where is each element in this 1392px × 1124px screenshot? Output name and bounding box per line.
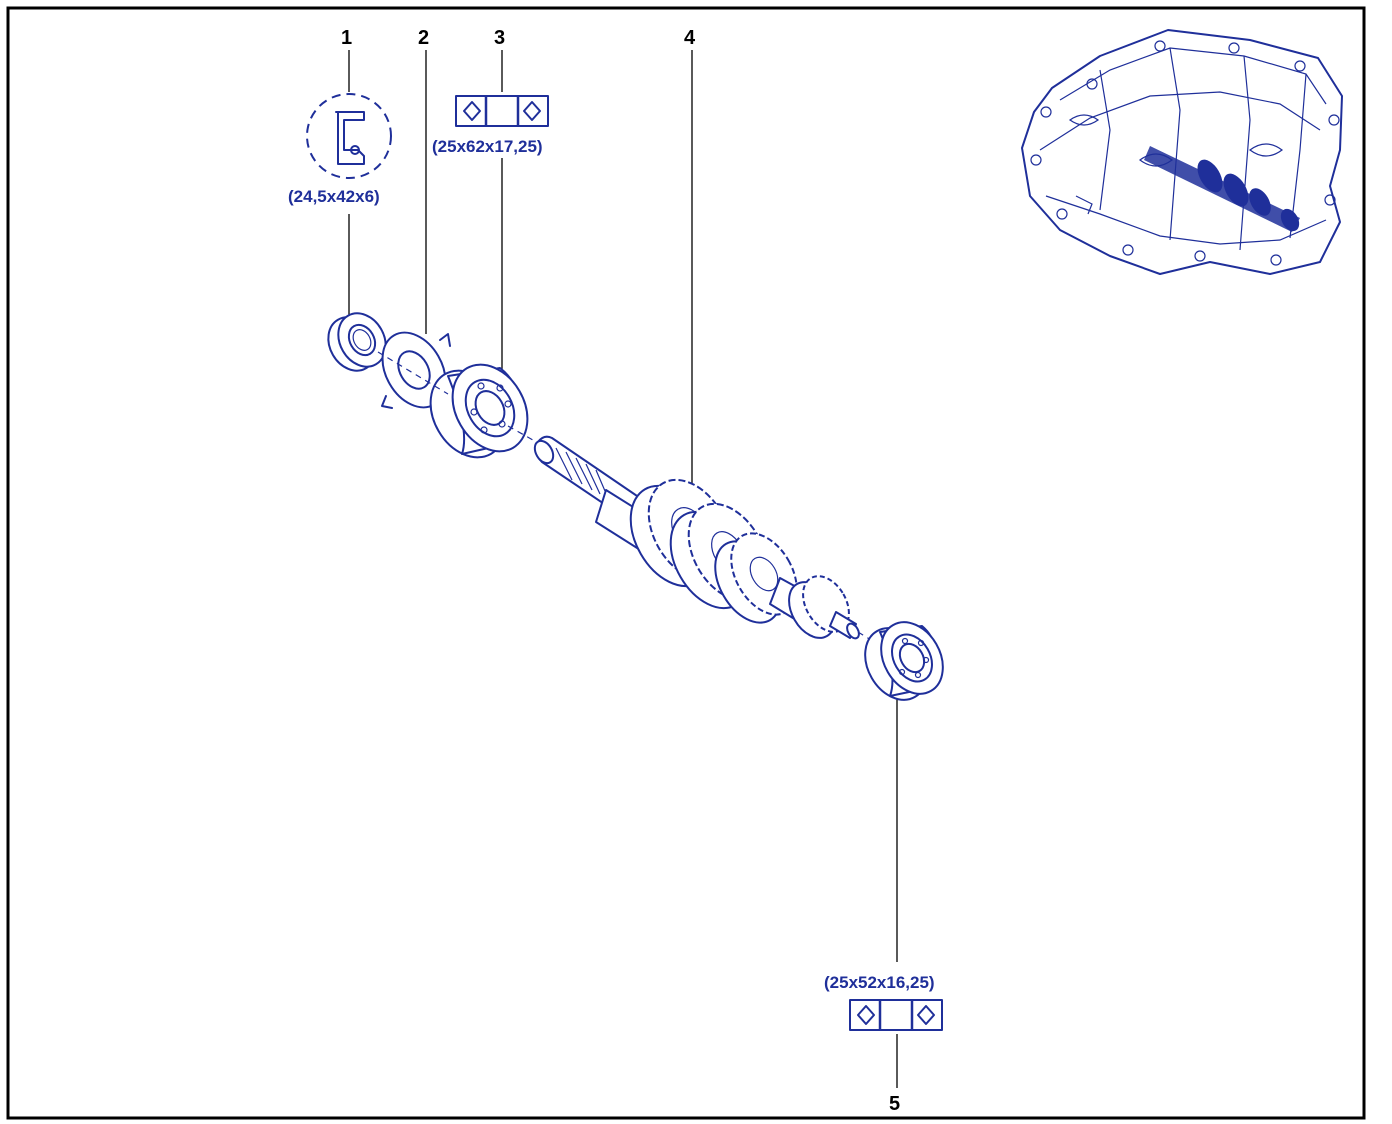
part-5-oil-seal[interactable]: [319, 305, 395, 379]
gearbox-overview-icon: [1021, 29, 1343, 275]
callout-4[interactable]: 2: [418, 27, 429, 49]
ball-bearing-icon: [849, 999, 943, 1031]
callout-3[interactable]: 3: [494, 27, 505, 49]
part-1-input-shaft[interactable]: [531, 435, 861, 646]
part-2-ball-bearing[interactable]: [853, 611, 955, 711]
callout-5[interactable]: 1: [341, 27, 352, 49]
callout-2[interactable]: 5: [889, 1093, 900, 1115]
diagram-frame: [6, 6, 1366, 1120]
seal-5-dimension: (24,5x42x6): [288, 187, 380, 206]
bearing-3-dimension: (25x62x17,25): [432, 137, 543, 156]
axis-line: [377, 351, 449, 395]
bearing-2-dimension: (25x52x16,25): [824, 973, 935, 992]
oil-seal-icon: [306, 93, 392, 179]
callout-1[interactable]: 4: [684, 27, 696, 49]
ball-bearing-icon: [455, 95, 549, 127]
part-3-ball-bearing[interactable]: [416, 351, 543, 471]
